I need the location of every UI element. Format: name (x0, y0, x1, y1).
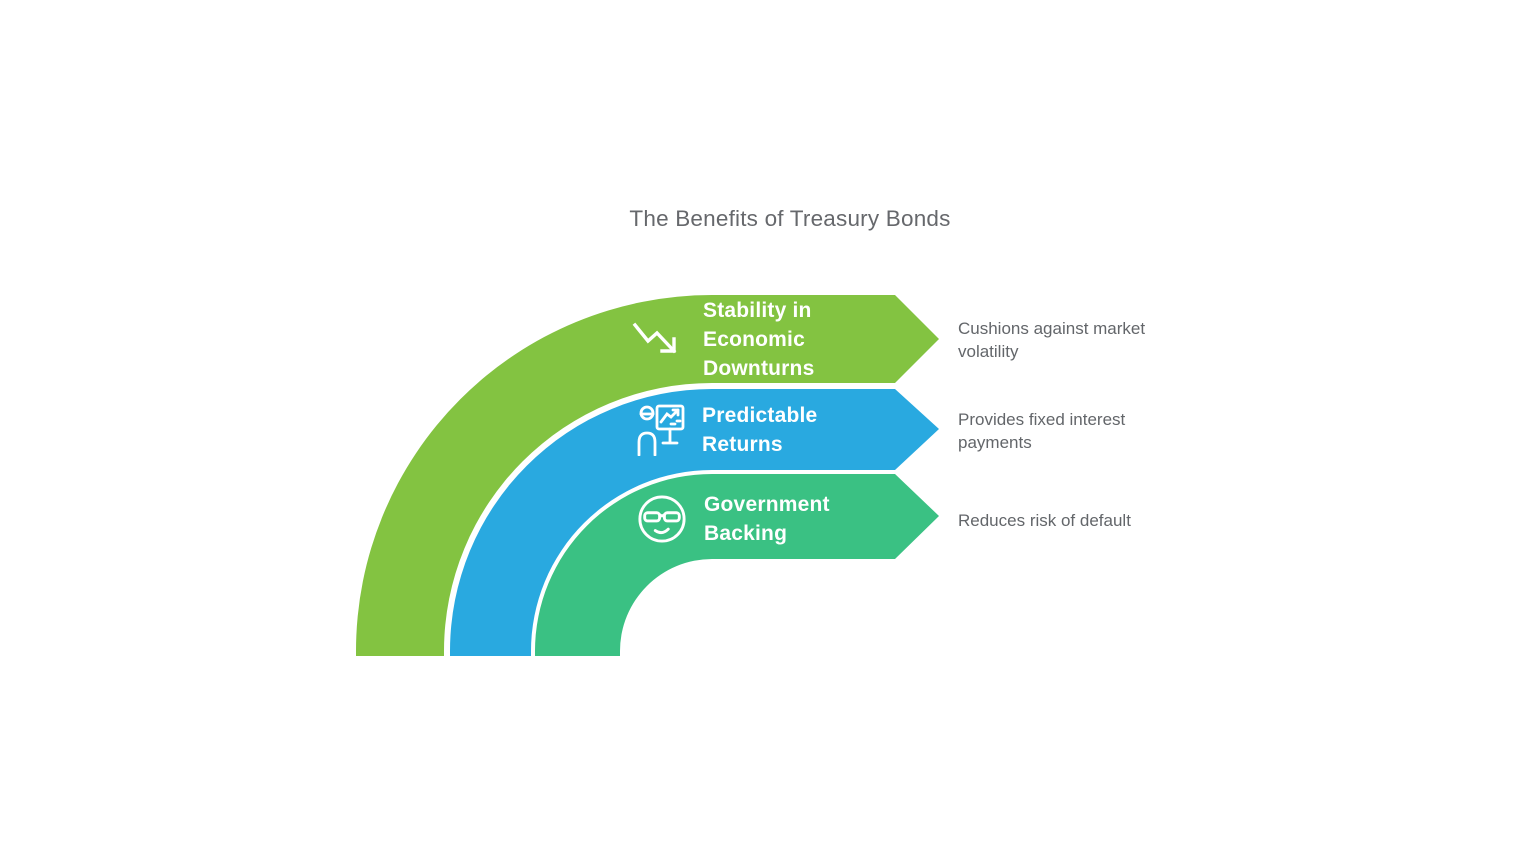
band-label-line: Economic (703, 327, 805, 351)
band-description-government-backing: Reduces risk of default (958, 511, 1131, 530)
band-arc-stability (356, 295, 939, 656)
band-arc-government-backing (535, 474, 939, 656)
band-label-line: Predictable (702, 403, 818, 427)
sunglasses-face-icon (638, 494, 686, 543)
presentation-chart-icon (637, 404, 685, 456)
band-label-line: Downturns (703, 356, 815, 380)
trend-down-icon (632, 322, 677, 354)
band-label-predictable-returns: Predictable Returns (702, 401, 817, 459)
band-label-line: Returns (702, 432, 783, 456)
band-arc-predictable-returns (450, 389, 939, 656)
band-row-government-backing: Government Backing (637, 476, 830, 561)
band-description-predictable-returns: Provides fixed interest payments (958, 410, 1126, 452)
band-label-line: Government (704, 492, 830, 516)
band-row-stability: Stability in Economic Downturns (632, 295, 814, 383)
band-row-predictable-returns: Predictable Returns (636, 389, 817, 470)
band-label-government-backing: Government Backing (704, 490, 830, 548)
band-label-line: Stability in (703, 298, 812, 322)
band-label-line: Backing (704, 521, 788, 545)
band-description-stability: Cushions against market volatility (958, 319, 1146, 361)
page-title: The Benefits of Treasury Bonds (629, 206, 951, 231)
band-label-stability: Stability in Economic Downturns (703, 296, 814, 383)
